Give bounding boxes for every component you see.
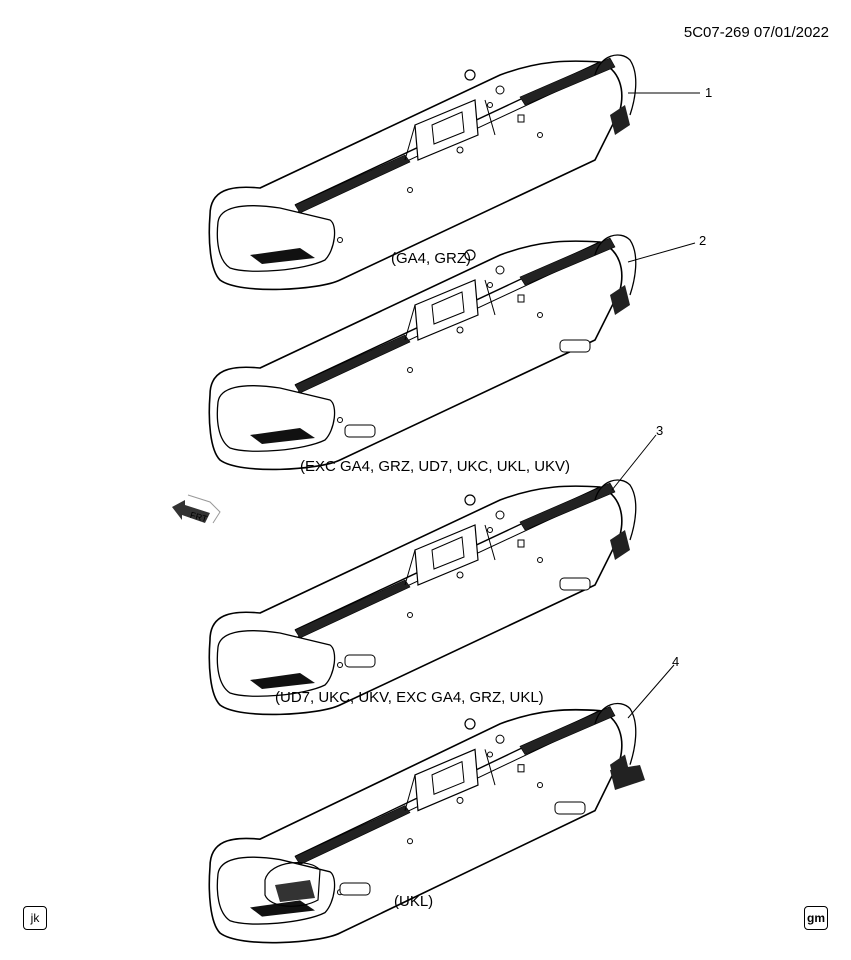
doc-ref: 5C07-269 (683, 24, 750, 41)
caption-1: (GA4, GRZ) (391, 250, 472, 267)
callout-1: 1 (705, 85, 713, 100)
caption-2: (EXC GA4, GRZ, UD7, UKC, UKL, UKV) (300, 458, 571, 475)
front-arrow-icon (172, 494, 221, 524)
callout-4: 4 (672, 654, 680, 669)
callout-2: 2 (699, 233, 707, 248)
bumper-3 (208, 479, 637, 716)
doc-date: 07/01/2022 (753, 24, 829, 41)
jk-icon: jk (23, 906, 47, 930)
diagram-header: 5C07-269 07/01/2022 (684, 24, 829, 41)
gm-logo-icon: gm (804, 906, 828, 930)
callout-3: 3 (656, 423, 664, 438)
caption-3: (UD7, UKC, UKV, EXC GA4, GRZ, UKL) (275, 689, 544, 706)
caption-4: (UKL) (394, 893, 434, 910)
